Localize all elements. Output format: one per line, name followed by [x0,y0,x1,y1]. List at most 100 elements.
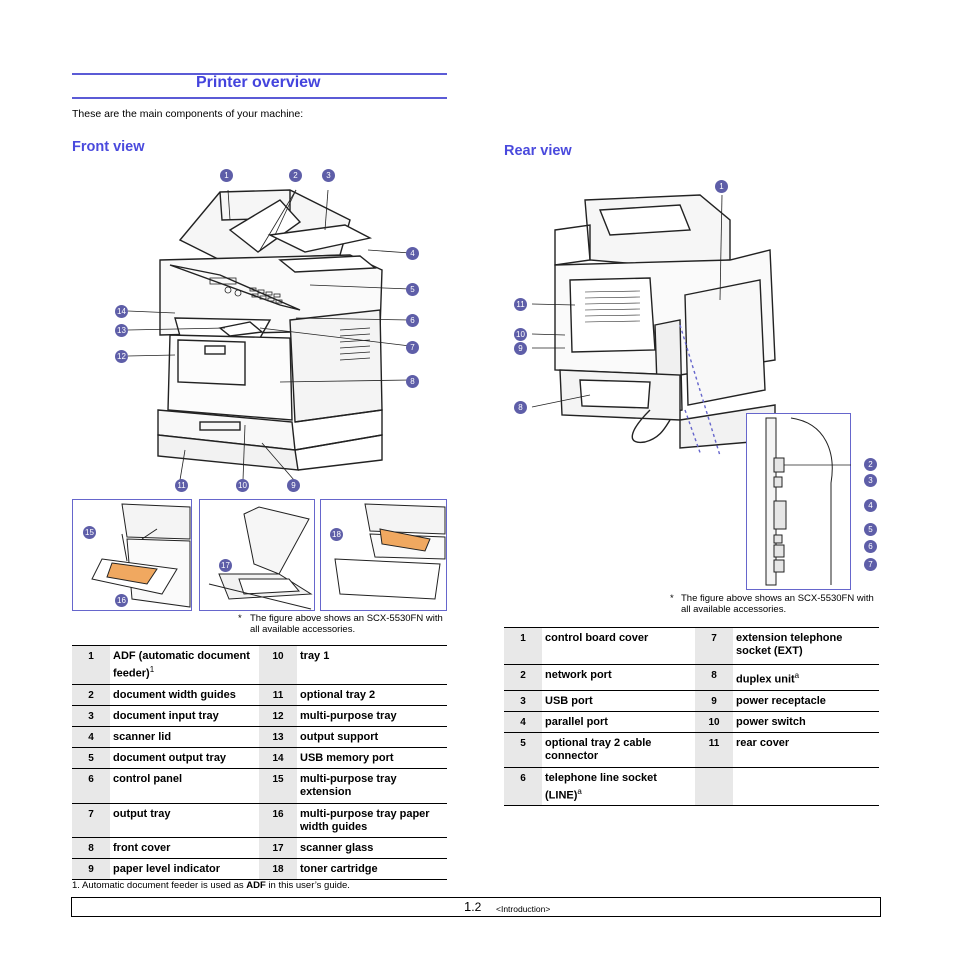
part-number: 2 [88,689,94,701]
part-label-cell: USB memory port [297,747,447,769]
inset-mp-tray [72,499,192,611]
part-label: rear cover [736,736,790,749]
part-label: ADF (automatic document feeder) [113,650,250,680]
part-number: 14 [272,752,284,764]
rear-callout-2: 2 [864,458,877,471]
rear-callout-10: 10 [514,328,527,341]
part-number: 7 [88,808,94,820]
front-view-illustration [127,189,411,481]
part-number: 10 [272,651,284,662]
part-number: 8 [88,842,94,854]
footnote-pre: 1. Automatic document feeder is used as [72,880,247,891]
part-number: 6 [88,773,94,785]
part-label-cell: document input tray [110,705,259,727]
rear-view-illustration [531,194,776,455]
front-callout-2: 2 [289,169,302,182]
part-label-cell: optional tray 2 cable connector [542,732,695,768]
part-label: output support [300,730,379,743]
front-callout-8: 8 [406,375,419,388]
part-number-cell: 9 [72,858,110,880]
part-label: multi-purpose tray [300,709,397,722]
part-label-cell: output tray [110,803,259,838]
part-number-cell: 2 [72,684,110,706]
footnote-marker: 1 [149,665,155,674]
part-label-cell: multi-purpose tray extension [297,768,447,804]
part-number-cell: 2 [504,664,542,691]
part-number: 6 [520,772,526,784]
part-label: parallel port [545,715,608,728]
part-label: control panel [113,772,183,785]
page-number-minor: .2 [471,900,482,914]
part-number-cell: 18 [259,858,297,880]
part-number-cell: 10 [695,711,733,733]
footnote: 1. Automatic document feeder is used as … [72,880,350,891]
part-label: tray 1 [300,650,330,662]
part-number-cell: 14 [259,747,297,769]
table-row: 6 control panel 15 multi-purpose tray exten… [72,768,447,804]
part-number: 3 [520,695,526,707]
front-callout-3: 3 [322,169,335,182]
inset-scanner-glass [199,499,315,611]
rear-inset-ports [746,413,851,590]
footnote-bold: ADF [246,880,266,891]
part-number-cell: 5 [72,747,110,769]
part-number-cell: 16 [259,803,297,838]
footnote-marker: a [577,786,582,796]
part-number-cell: 11 [695,732,733,768]
part-label-cell: front cover [110,837,259,859]
part-label-cell: scanner lid [110,726,259,748]
front-callout-11: 11 [175,479,188,492]
part-label-cell: telephone line socket (LINE)a [542,767,695,807]
front-callout-7: 7 [406,341,419,354]
part-label-cell: rear cover [733,732,879,768]
page-number: 1.2 [464,899,481,914]
part-label-cell: duplex unita [733,664,879,691]
rear-callout-6: 6 [864,540,877,553]
part-number: 15 [272,773,284,785]
part-number: 18 [272,863,284,875]
part-label: document width guides [113,688,236,701]
footnote-post: in this user’s guide. [265,880,350,891]
rear-note-star: * [670,593,674,604]
part-number-cell: 4 [504,711,542,733]
part-label: scanner glass [300,841,374,854]
part-number: 5 [88,752,94,764]
intro-text: These are the main components of your ma… [72,108,304,120]
page-footer [71,897,881,917]
part-label-cell: network port [542,664,695,691]
part-label: extension telephone socket (EXT) [736,632,843,657]
part-number: 1 [520,633,526,644]
part-number: 8 [711,670,717,681]
part-number: 11 [272,689,284,701]
part-number-cell: 17 [259,837,297,859]
part-label-cell: paper level indicator [110,858,259,880]
part-number: 9 [711,695,717,707]
front-note-star: * [238,613,242,624]
part-label-cell: control board cover [542,627,695,665]
part-label-cell: parallel port [542,711,695,733]
part-number-cell: 7 [72,803,110,838]
front-callout-12: 12 [115,350,128,363]
part-label-cell: multi-purpose tray paper width guides [297,803,447,838]
part-label-cell: document width guides [110,684,259,706]
rear-callout-5: 5 [864,523,877,536]
front-callout-4: 4 [406,247,419,260]
part-label: multi-purpose tray extension [300,772,397,798]
part-number-cell [695,767,733,807]
front-callout-18: 18 [330,528,343,541]
part-label: USB memory port [300,751,394,764]
front-callout-6: 6 [406,314,419,327]
part-number: 16 [272,808,284,820]
part-number-cell: 13 [259,726,297,748]
part-label-cell: tray 1 [297,645,447,685]
part-label-cell: toner cartridge [297,858,447,880]
part-number: 4 [520,716,526,728]
part-number-cell: 5 [504,732,542,768]
